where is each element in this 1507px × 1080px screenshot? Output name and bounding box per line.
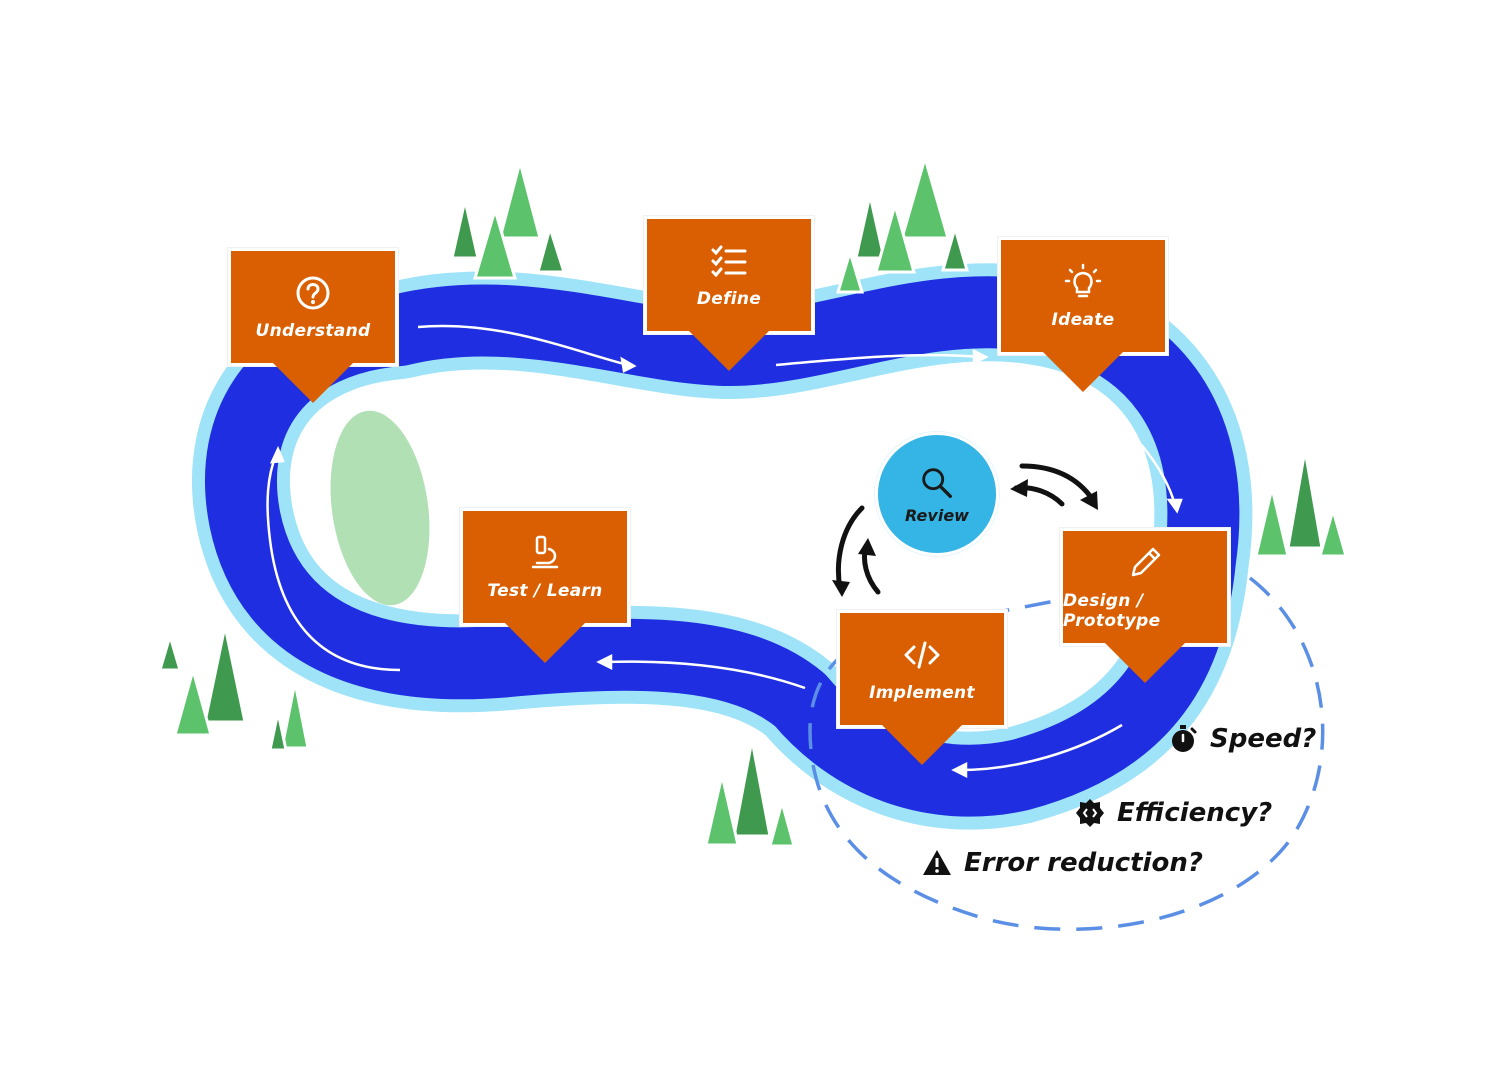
warning-icon xyxy=(923,850,951,875)
stage-label: Understand xyxy=(255,321,371,341)
stage-implement[interactable]: Implement xyxy=(837,610,1007,765)
stage-label: Test / Learn xyxy=(487,581,603,601)
trees xyxy=(157,152,1348,848)
stage-label: Implement xyxy=(869,683,975,703)
question-label: Efficiency? xyxy=(1117,798,1273,828)
stage-test-learn[interactable]: Test / Learn xyxy=(460,508,630,663)
question-efficiency: Efficiency? xyxy=(1075,798,1272,828)
code-icon xyxy=(904,641,940,669)
tree-cluster xyxy=(157,625,310,752)
tree-cluster xyxy=(835,152,969,294)
code-gear-icon xyxy=(1076,799,1104,827)
island xyxy=(330,410,430,606)
stage-label: Define xyxy=(696,289,762,309)
review-label: Review xyxy=(905,505,969,525)
stopwatch-icon xyxy=(1172,725,1197,752)
lightbulb-icon xyxy=(1064,263,1102,298)
tree-cluster xyxy=(450,156,567,280)
river xyxy=(205,276,1240,817)
stage-define[interactable]: Define xyxy=(644,216,814,371)
question-label: Speed? xyxy=(1210,724,1317,754)
stage-design-prototype[interactable]: Design / Prototype xyxy=(1060,528,1230,683)
pencil-icon xyxy=(1131,547,1161,577)
flow-arrows xyxy=(266,324,1183,779)
stage-label: Design / Prototype xyxy=(1063,591,1161,631)
stage-ideate[interactable]: Ideate xyxy=(998,237,1168,392)
stage-label: Ideate xyxy=(1051,310,1115,330)
question-error-reduction: Error reduction? xyxy=(922,848,1203,878)
microscope-icon xyxy=(531,535,559,569)
question-label: Error reduction? xyxy=(964,848,1203,878)
cycle-arrowheads xyxy=(832,479,1098,597)
tree-cluster xyxy=(1254,449,1348,558)
question-speed: Speed? xyxy=(1168,724,1316,754)
stage-understand[interactable]: Understand xyxy=(228,248,398,403)
tree-cluster xyxy=(704,739,796,848)
review-node[interactable]: Review xyxy=(875,432,999,556)
question-circle-icon xyxy=(296,276,330,310)
dashed-loop xyxy=(808,576,1325,932)
magnifier-icon xyxy=(922,467,952,498)
checklist-icon xyxy=(711,245,747,278)
